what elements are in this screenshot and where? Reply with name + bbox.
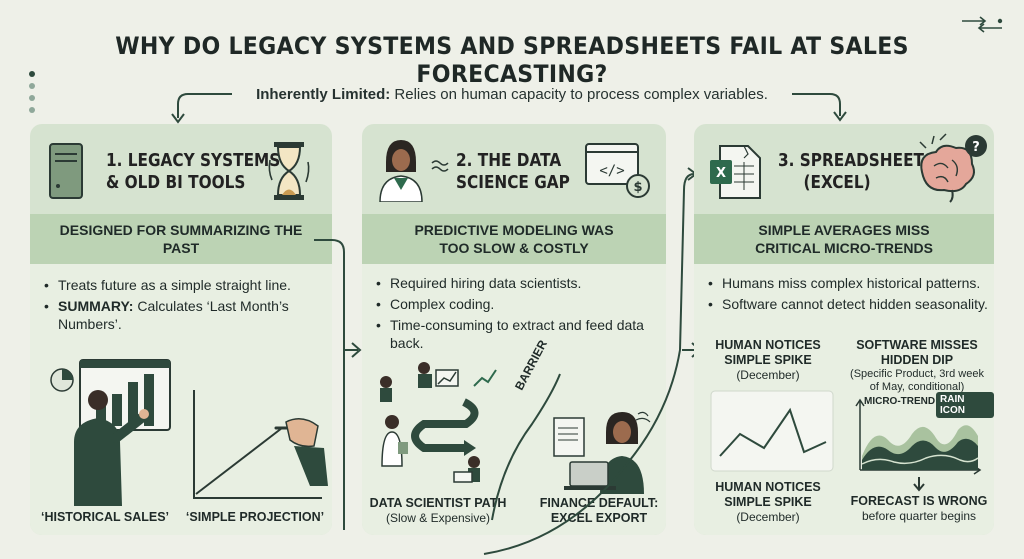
scientist-icon	[379, 140, 423, 202]
caption-line2: SIMPLE SPIKE	[724, 495, 812, 509]
finance-default-illustration	[553, 411, 651, 494]
caption-line2: HIDDEN DIP	[880, 353, 954, 367]
list-item: SUMMARY: Calculates ‘Last Month’s Number…	[44, 297, 324, 333]
presenter-with-chart-illustration	[50, 359, 171, 506]
list-item: Time-consuming to extract and feed data …	[376, 316, 646, 352]
caption-line1: HUMAN NOTICES	[715, 480, 821, 494]
svg-text:X: X	[716, 166, 726, 181]
server-icon	[49, 143, 83, 199]
caption-sub: before quarter begins	[861, 509, 977, 523]
rain-icon-badge: RAIN ICON	[936, 392, 994, 418]
caption-simple-projection: ‘SIMPLE PROJECTION’	[185, 510, 325, 524]
panel-3-title: 3. SPREADSHEETS (EXCEL)	[778, 150, 935, 194]
svg-text:</>: </>	[599, 163, 624, 179]
list-item: Treats future as a simple straight line.	[44, 276, 324, 294]
wave-icon	[431, 160, 449, 172]
panel-2-title: 2. THE DATA SCIENCE GAP	[456, 150, 570, 194]
hourglass-icon	[268, 142, 310, 200]
panel-3-bullets: Humans miss complex historical patterns.…	[708, 274, 990, 316]
caption-line1: HUMAN NOTICES	[715, 338, 821, 352]
top-flow-arrows	[171, 93, 847, 124]
bullet-text: Required hiring data scientists.	[390, 275, 582, 291]
bullet-text: Software cannot detect hidden seasonalit…	[722, 296, 988, 312]
software-misses-top: SOFTWARE MISSES HIDDEN DIP	[844, 338, 990, 368]
caption-sub: (December)	[736, 510, 800, 524]
list-item: Complex coding.	[376, 295, 646, 313]
excel-icon: X	[710, 145, 761, 199]
panel-2-bullets: Required hiring data scientists. Complex…	[376, 274, 646, 355]
simple-projection-illustration	[193, 390, 328, 499]
simple-spike-chart	[710, 390, 834, 472]
panel-3-title-line1: 3. SPREADSHEETS	[778, 150, 935, 171]
page-subtitle: Inherently Limited: Relies on human capa…	[0, 86, 1024, 103]
panel-1-title: 1. LEGACY SYSTEMS & OLD BI TOOLS	[106, 150, 280, 194]
list-item: Required hiring data scientists.	[376, 274, 646, 292]
decorative-dots-left	[29, 71, 35, 113]
subtitle-lead: Inherently Limited:	[256, 86, 391, 103]
panel-2-title-line1: 2. THE DATA	[456, 150, 562, 171]
brain-question-icon: ?	[919, 133, 987, 203]
human-notices-top: HUMAN NOTICES SIMPLE SPIKE (December)	[700, 338, 836, 383]
code-dollar-icon: </> $	[585, 143, 650, 198]
panel-2-band-line1: PREDICTIVE MODELING WAS	[414, 222, 614, 238]
bullet-text: Calculates ‘Last Month’s Numbers’.	[58, 298, 289, 332]
caption-data-scientist-path: DATA SCIENTIST PATH (Slow & Expensive)	[368, 496, 508, 526]
bullet-text: Complex coding.	[390, 296, 495, 312]
forecast-is-wrong: FORECAST IS WRONG before quarter begins	[844, 494, 994, 524]
bullet-text: Time-consuming to extract and feed data …	[390, 317, 644, 351]
micro-trend-chart	[855, 398, 982, 475]
subtitle-text: Relies on human capacity to process comp…	[390, 86, 768, 103]
caption-line1: SOFTWARE MISSES	[856, 338, 978, 352]
panel-2-band: PREDICTIVE MODELING WAS TOO SLOW & COSTL…	[362, 214, 666, 264]
caption-line1: FINANCE DEFAULT:	[539, 496, 659, 510]
panel-1-bullets: Treats future as a simple straight line.…	[44, 276, 324, 336]
caption-sub: (Slow & Expensive)	[385, 511, 491, 525]
list-item: Humans miss complex historical patterns.	[708, 274, 990, 292]
caption-main: DATA SCIENTIST PATH	[369, 496, 507, 510]
bullet-text: Treats future as a simple straight line.	[58, 277, 291, 293]
panel-3-band: SIMPLE AVERAGES MISS CRITICAL MICRO-TREN…	[694, 214, 994, 264]
caption-main: FORECAST IS WRONG	[850, 494, 988, 508]
barrier-curve	[491, 373, 561, 521]
panel-1-title-line1: 1. LEGACY SYSTEMS	[106, 150, 281, 171]
panel-data-science-gap: 2. THE DATA SCIENCE GAP </> $ PREDICTIVE…	[362, 124, 666, 535]
panel-legacy-systems: 1. LEGACY SYSTEMS & OLD BI TOOLS DESIGNE…	[30, 124, 332, 535]
panel-1-band: DESIGNED FOR SUMMARIZING THE PAST	[30, 214, 332, 264]
panel-2-title-line2: SCIENCE GAP	[456, 172, 570, 193]
panel-3-band-line1: SIMPLE AVERAGES MISS	[758, 222, 930, 238]
caption-sub: (December)	[736, 368, 800, 382]
panel-3-band-line2: CRITICAL MICRO-TRENDS	[755, 240, 933, 256]
panel-2-band-line2: TOO SLOW & COSTLY	[439, 240, 589, 256]
svg-text:?: ?	[972, 140, 980, 155]
panel-spreadsheets: X 3. SPREADSHEETS (EXCEL) ? SIMPLE AVERA…	[694, 124, 994, 535]
down-arrow-icon	[913, 477, 925, 492]
panel-3-title-line2: (EXCEL)	[803, 172, 871, 193]
caption-line2: SIMPLE SPIKE	[724, 353, 812, 367]
data-scientist-path-illustration	[380, 362, 497, 483]
bullet-lead: SUMMARY:	[58, 298, 134, 314]
connector-arrow-1-2	[314, 239, 362, 530]
svg-text:$: $	[633, 180, 642, 195]
micro-trend-label: MICRO-TREND	[864, 396, 936, 407]
list-item: Software cannot detect hidden seasonalit…	[708, 295, 990, 313]
software-misses-detail: (Specific Product, 3rd week of May, cond…	[850, 368, 984, 393]
panel-3-body	[694, 214, 994, 535]
human-notices-bottom: HUMAN NOTICES SIMPLE SPIKE (December)	[700, 480, 836, 525]
connector-arrow-2-3	[483, 167, 702, 555]
bullet-text: Humans miss complex historical patterns.	[722, 275, 981, 291]
decorative-arrows-top-right	[962, 16, 1003, 33]
page-title: WHY DO LEGACY SYSTEMS AND SPREADSHEETS F…	[115, 32, 909, 88]
panel-1-title-line2: & OLD BI TOOLS	[106, 172, 246, 193]
caption-historical-sales: ‘HISTORICAL SALES’	[40, 510, 170, 524]
